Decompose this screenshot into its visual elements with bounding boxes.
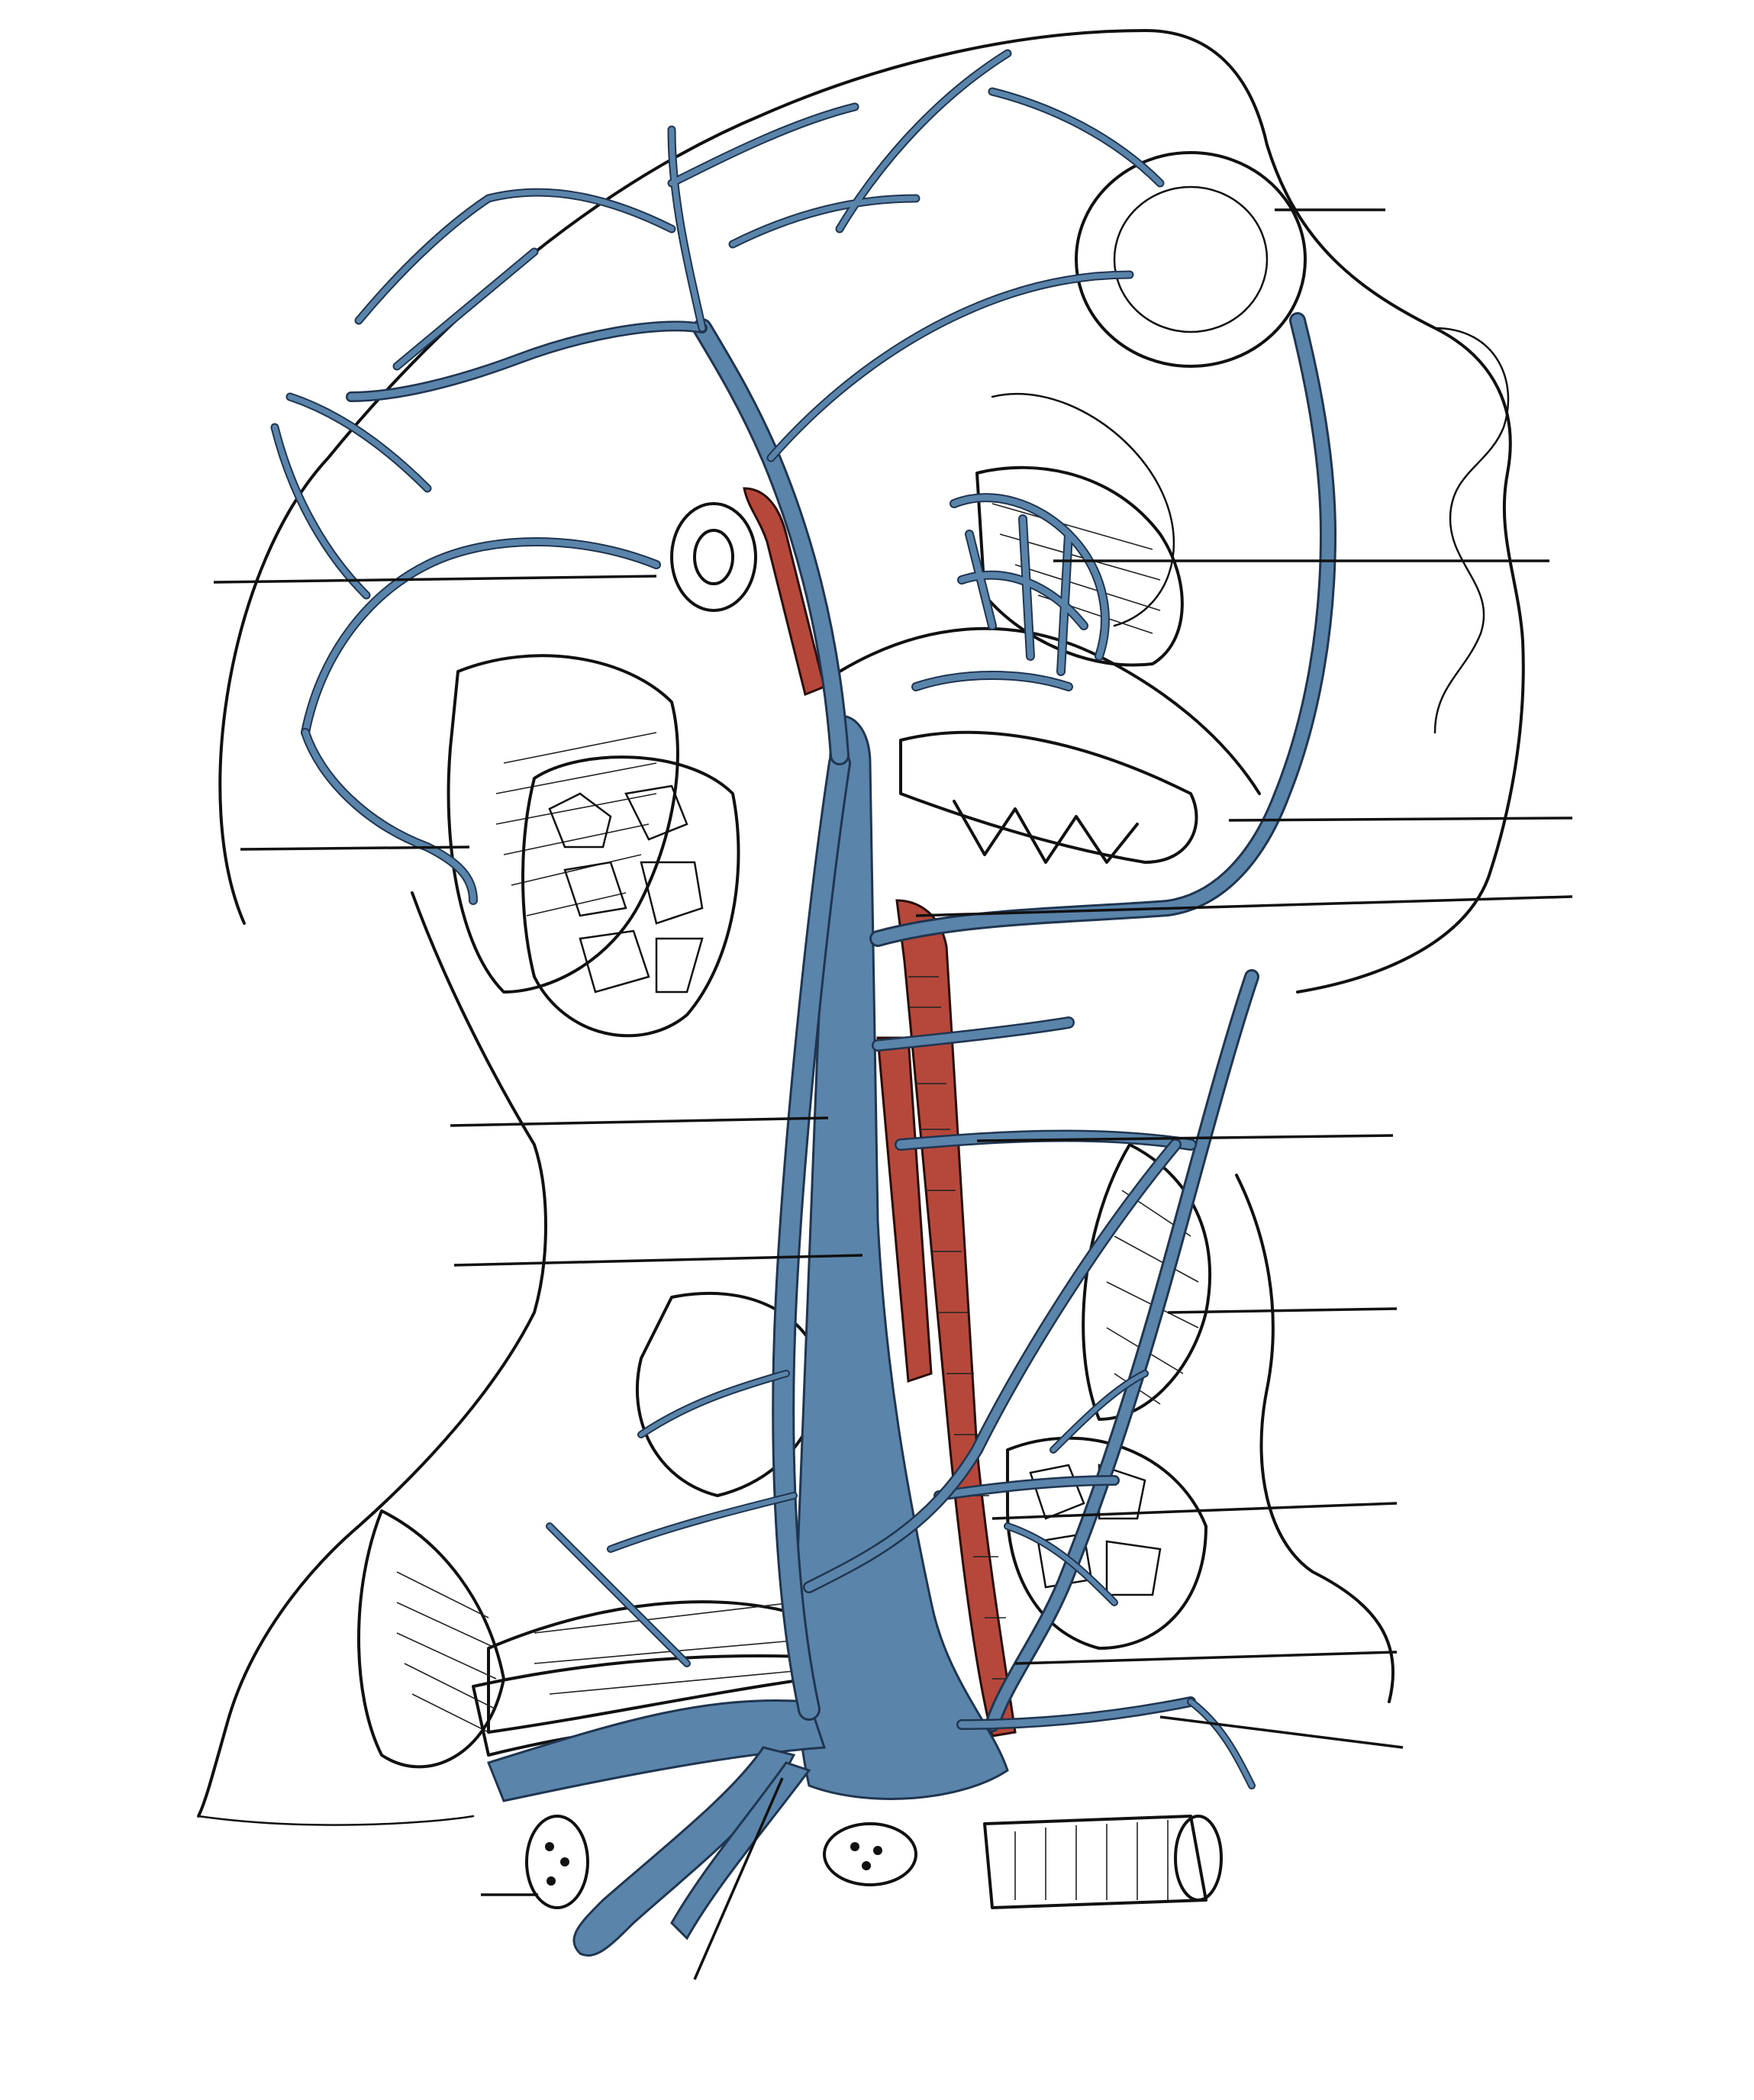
leader-line-4: [915, 895, 1573, 917]
leader-line-12: [450, 1116, 829, 1127]
leader-line-15: [693, 1777, 784, 1980]
leader-line-10: [213, 575, 657, 584]
rib-stump-right: [823, 1822, 917, 1886]
skull-structures: [670, 151, 1307, 864]
head-outline: [218, 29, 1525, 994]
brachiocephalic-vein: [572, 1746, 796, 1957]
leader-line-3: [1228, 816, 1573, 822]
leader-line-5: [976, 1134, 1394, 1142]
sternocleidomastoid-network: [521, 755, 740, 1038]
veins: [270, 49, 1336, 1957]
leader-lines: [213, 208, 1573, 1980]
leader-line-7: [991, 1502, 1398, 1520]
rib-stump-left: [525, 1815, 589, 1909]
leader-line-11: [240, 845, 470, 851]
leader-line-13: [453, 1254, 863, 1267]
leader-line-8: [1014, 1651, 1398, 1665]
leader-line-9: [1159, 1715, 1404, 1749]
neck-outline: [197, 891, 1395, 1826]
trachea-stump: [983, 1815, 1223, 1909]
subclavian-vein: [487, 1699, 827, 1802]
leader-line-6: [1167, 1307, 1398, 1314]
